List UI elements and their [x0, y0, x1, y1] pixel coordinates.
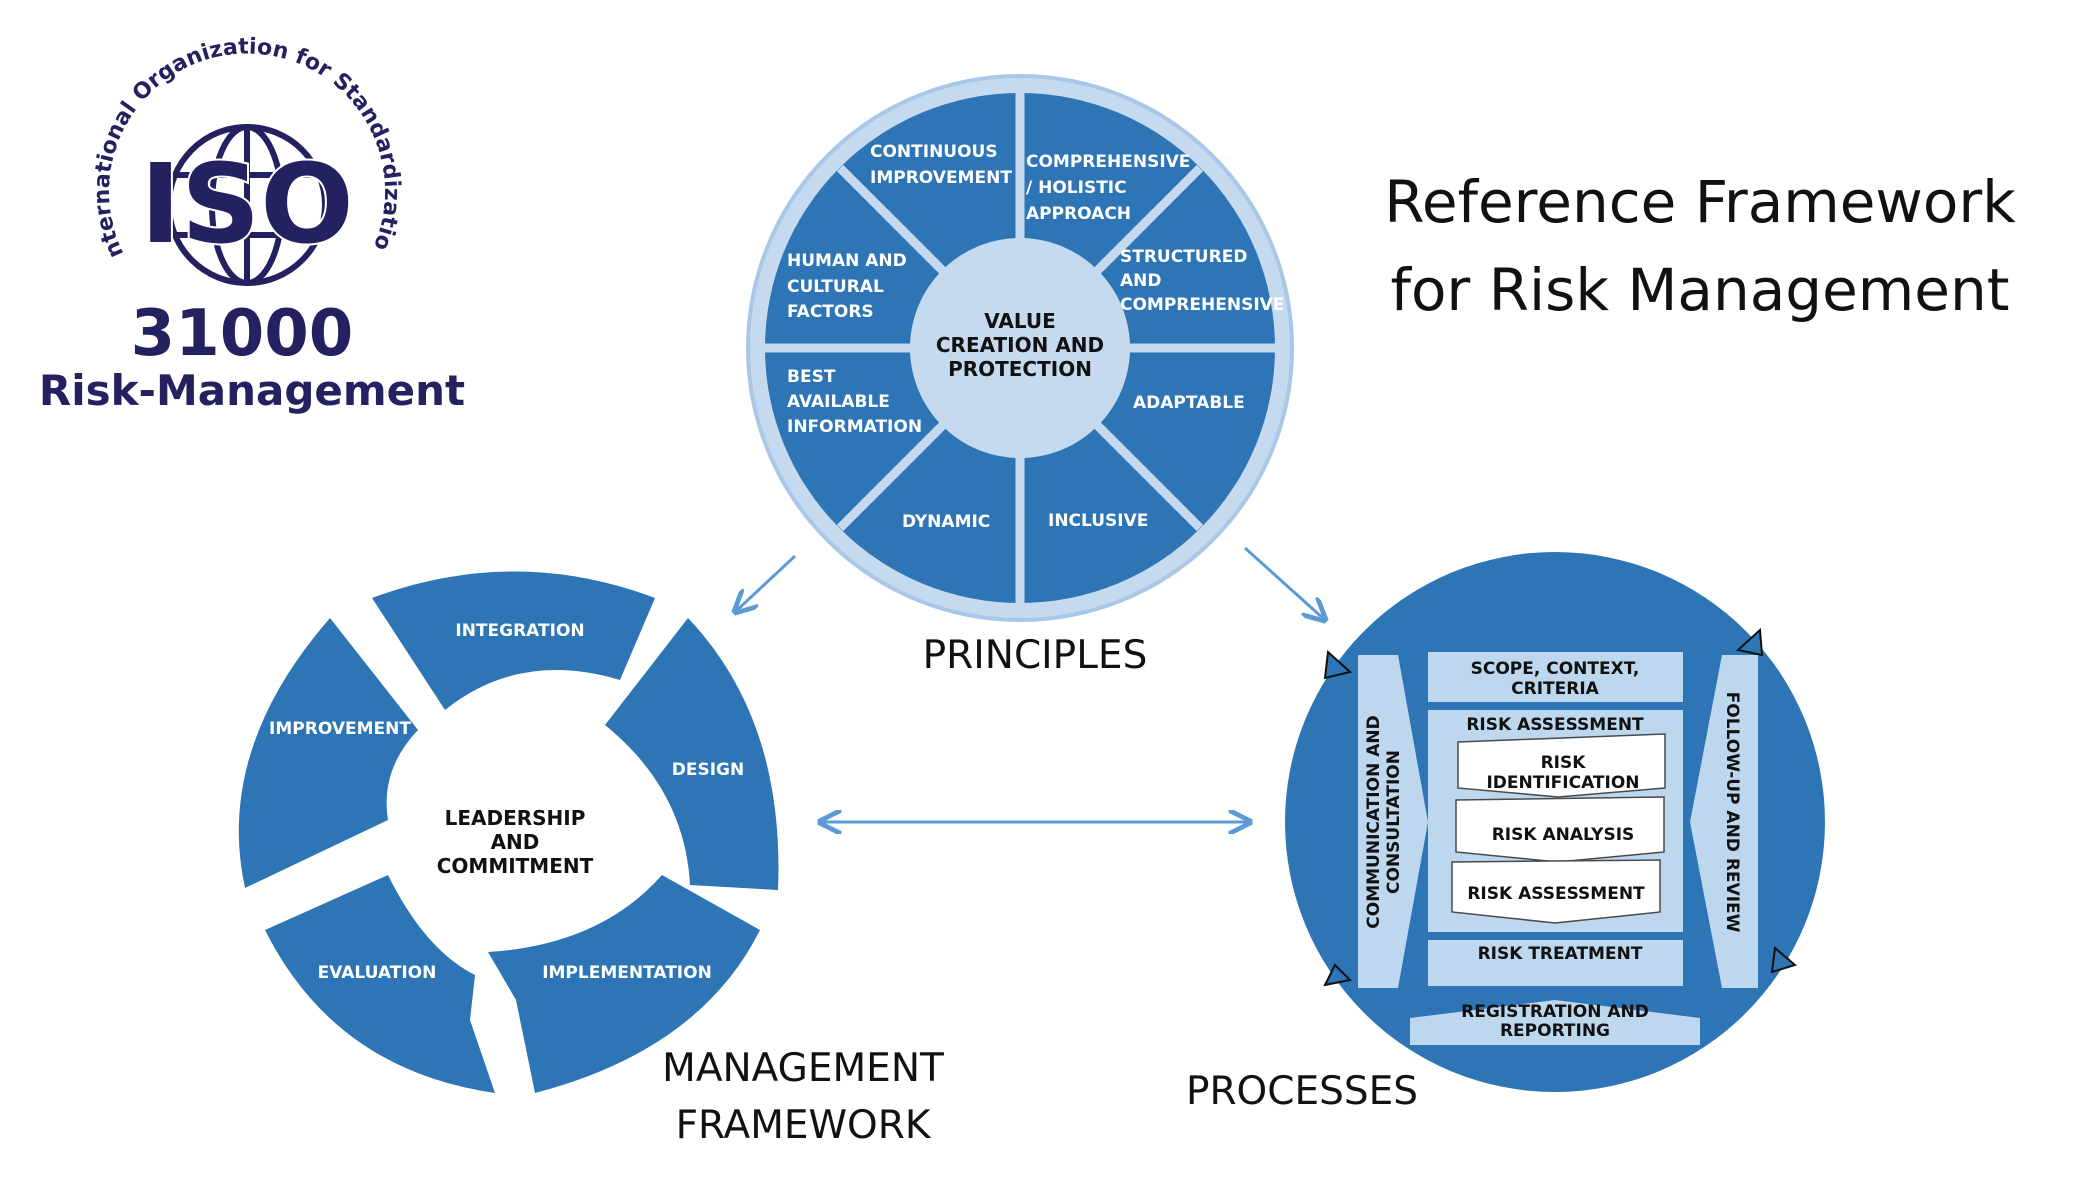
- processes-caption: PROCESSES: [1186, 1069, 1418, 1114]
- framework-center-text: LEADERSHIP AND COMMITMENT: [437, 806, 594, 878]
- svg-text:COMMUNICATION AND: COMMUNICATION AND: [1364, 715, 1384, 928]
- svg-text:COMPREHENSIVE: COMPREHENSIVE: [1026, 152, 1190, 172]
- svg-text:VALUE: VALUE: [984, 309, 1056, 333]
- svg-text:PROTECTION: PROTECTION: [948, 357, 1092, 381]
- registration-label-2: REPORTING: [1500, 1021, 1610, 1041]
- svg-text:RISK ASSESSMENT: RISK ASSESSMENT: [1467, 884, 1645, 904]
- framework-caption: MANAGEMENT FRAMEWORK: [662, 1046, 944, 1148]
- framework-segment-implementation: [488, 875, 760, 1093]
- logo-acronym: ISO: [140, 140, 354, 268]
- iso-logo: International Organization for Standardi…: [0, 0, 465, 415]
- svg-text:STRUCTURED: STRUCTURED: [1120, 247, 1247, 267]
- communication-bar: [1358, 655, 1428, 988]
- framework-cycle: INTEGRATION DESIGN IMPLEMENTATION EVALUA…: [238, 571, 944, 1148]
- title-line-1: Reference Framework: [1384, 168, 2016, 236]
- evaluation-step: [1451, 859, 1661, 924]
- svg-text:BEST: BEST: [787, 367, 836, 387]
- svg-text:IDENTIFICATION: IDENTIFICATION: [1486, 773, 1639, 793]
- page-title: Reference Framework for Risk Management: [1384, 168, 2016, 324]
- svg-text:DYNAMIC: DYNAMIC: [902, 512, 990, 532]
- svg-text:RISK ANALYSIS: RISK ANALYSIS: [1492, 825, 1635, 845]
- analysis-step: [1455, 796, 1665, 863]
- svg-text:INCLUSIVE: INCLUSIVE: [1048, 511, 1148, 531]
- svg-text:RISK: RISK: [1541, 753, 1587, 773]
- followup-label: FOLLOW-UP AND REVIEW: [1722, 692, 1742, 933]
- svg-text:CONTINUOUS: CONTINUOUS: [870, 142, 998, 162]
- svg-text:INFORMATION: INFORMATION: [787, 417, 922, 437]
- treatment-box: [1428, 940, 1683, 986]
- framework-segment-design: [605, 618, 779, 890]
- svg-text:AVAILABLE: AVAILABLE: [787, 392, 890, 412]
- cycle-arrowheads: [1323, 627, 1798, 987]
- assessment-header: RISK ASSESSMENT: [1466, 715, 1644, 735]
- svg-text:APPROACH: APPROACH: [1026, 204, 1131, 224]
- connector-arrows: [735, 546, 1325, 822]
- logo-subtitle: Risk-Management: [39, 366, 465, 415]
- svg-text:AND: AND: [491, 830, 540, 854]
- arrowhead-top-right: [1735, 627, 1764, 657]
- treatment-label: RISK TREATMENT: [1478, 944, 1643, 964]
- framework-segment-improvement: [238, 618, 418, 888]
- svg-text:MANAGEMENT: MANAGEMENT: [662, 1046, 944, 1091]
- svg-text:CONSULTATION: CONSULTATION: [1384, 750, 1404, 894]
- scope-label-1: SCOPE, CONTEXT,: [1471, 659, 1640, 679]
- svg-text:/ HOLISTIC: / HOLISTIC: [1026, 178, 1127, 198]
- globe-icon: [166, 124, 328, 286]
- principles-center-text: VALUE CREATION AND PROTECTION: [936, 309, 1104, 381]
- svg-text:HUMAN AND: HUMAN AND: [787, 251, 907, 271]
- principle-dynamic: DYNAMIC: [902, 512, 990, 532]
- svg-text:CULTURAL: CULTURAL: [787, 277, 884, 297]
- processes-diagram: COMMUNICATION AND CONSULTATION FOLLOW-UP…: [1186, 552, 1825, 1114]
- svg-text:FACTORS: FACTORS: [787, 302, 874, 322]
- principle-comprehensive-approach: COMPREHENSIVE / HOLISTIC APPROACH: [1026, 152, 1190, 224]
- svg-text:FRAMEWORK: FRAMEWORK: [676, 1103, 932, 1148]
- arrowhead-bottom-right: [1770, 946, 1798, 974]
- registration-label-1: REGISTRATION AND: [1461, 1002, 1649, 1022]
- svg-text:COMPREHENSIVE: COMPREHENSIVE: [1120, 295, 1284, 315]
- principles-wheel: VALUE CREATION AND PROTECTION CONTINUOUS…: [746, 74, 1294, 678]
- framework-label-improvement: IMPROVEMENT: [269, 719, 411, 739]
- framework-label-integration: INTEGRATION: [455, 621, 584, 641]
- identification-step: [1457, 733, 1666, 798]
- title-line-2: for Risk Management: [1391, 256, 2010, 324]
- framework-label-design: DESIGN: [672, 760, 744, 780]
- arrow-to-processes: [1243, 546, 1325, 620]
- principle-inclusive: INCLUSIVE: [1048, 511, 1148, 531]
- arrow-to-framework: [735, 554, 797, 612]
- svg-text:COMMITMENT: COMMITMENT: [437, 854, 594, 878]
- principle-best-information: BEST AVAILABLE INFORMATION: [787, 367, 922, 437]
- logo-number: 31000: [131, 297, 354, 371]
- framework-segments: [238, 571, 779, 1093]
- framework-label-implementation: IMPLEMENTATION: [542, 963, 712, 983]
- principle-human-factors: HUMAN AND CULTURAL FACTORS: [787, 251, 907, 322]
- arrowhead-bottom-left: [1323, 963, 1353, 987]
- principle-continuous-improvement: CONTINUOUS IMPROVEMENT: [870, 142, 1012, 188]
- scope-box: [1428, 652, 1683, 702]
- svg-text:CREATION AND: CREATION AND: [936, 333, 1104, 357]
- framework-label-evaluation: EVALUATION: [318, 963, 437, 983]
- svg-text:ADAPTABLE: ADAPTABLE: [1133, 393, 1245, 413]
- svg-text:FOLLOW-UP AND REVIEW: FOLLOW-UP AND REVIEW: [1722, 692, 1742, 933]
- principles-center: [910, 238, 1130, 458]
- registration-box: [1410, 1000, 1700, 1045]
- principle-structured: STRUCTURED AND COMPREHENSIVE: [1120, 247, 1284, 315]
- principles-caption: PRINCIPLES: [923, 633, 1148, 678]
- framework-segment-integration: [372, 571, 655, 710]
- framework-segment-evaluation: [265, 875, 495, 1093]
- principle-adaptable: ADAPTABLE: [1133, 393, 1245, 413]
- svg-text:AND: AND: [1120, 271, 1162, 291]
- svg-text:IMPROVEMENT: IMPROVEMENT: [870, 168, 1012, 188]
- svg-text:LEADERSHIP: LEADERSHIP: [445, 806, 586, 830]
- scope-label-2: CRITERIA: [1511, 679, 1600, 699]
- arrowhead-top-left: [1323, 649, 1353, 680]
- followup-bar: [1690, 655, 1758, 988]
- communication-label: COMMUNICATION AND CONSULTATION: [1364, 715, 1404, 928]
